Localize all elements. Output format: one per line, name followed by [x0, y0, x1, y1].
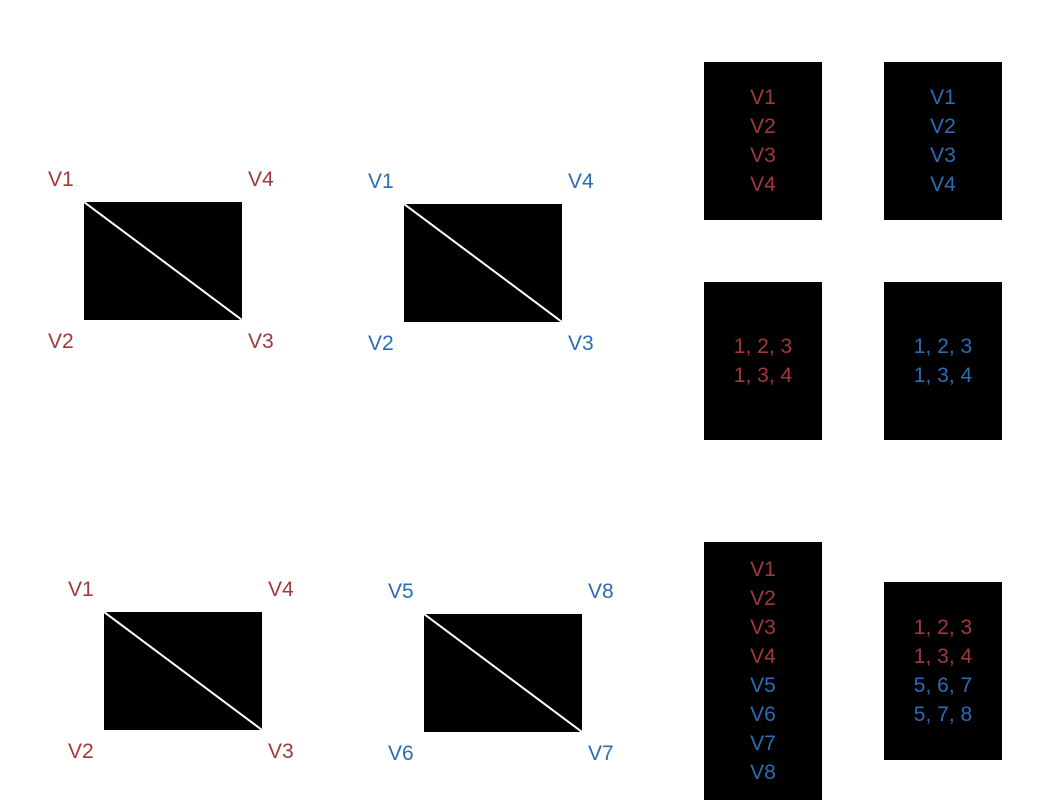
index-entry: 1, 2, 3 — [913, 616, 973, 639]
vertex-entry: V2 — [750, 115, 776, 138]
vertex-entry: V3 — [930, 144, 956, 167]
vertex-label-v4: V4 — [248, 168, 274, 191]
vertex-entry: V6 — [750, 703, 776, 726]
quad-red-bottom — [104, 612, 262, 730]
vertex-label-v2: V2 — [368, 332, 394, 355]
vertex-entry: V2 — [750, 587, 776, 610]
vertex-label-v2: V2 — [48, 330, 74, 353]
diagonal-edge — [404, 204, 562, 322]
index-buffer-blue: 1, 2, 3 1, 3, 4 — [884, 282, 1002, 440]
vertex-label-v3: V3 — [568, 332, 594, 355]
quad-blue-top — [404, 204, 562, 322]
vertex-label-v8: V8 — [588, 580, 614, 603]
vertex-entry: V4 — [750, 645, 776, 668]
vertex-entry: V8 — [750, 761, 776, 784]
vertex-label-v1: V1 — [368, 170, 394, 193]
index-entry: 1, 3, 4 — [913, 645, 973, 668]
vertex-label-v5: V5 — [388, 580, 414, 603]
vertex-entry: V1 — [750, 558, 776, 581]
vertex-label-v1: V1 — [48, 168, 74, 191]
index-entry: 1, 3, 4 — [913, 364, 973, 387]
vertex-entry: V3 — [750, 616, 776, 639]
vertex-entry: V1 — [750, 86, 776, 109]
vertex-label-v1: V1 — [68, 578, 94, 601]
diagonal-edge — [424, 614, 582, 732]
quad-blue-bottom — [424, 614, 582, 732]
diagonal-edge — [104, 612, 262, 730]
vertex-buffer-red: V1 V2 V3 V4 — [704, 62, 822, 220]
index-entry: 5, 7, 8 — [913, 703, 973, 726]
vertex-entry: V3 — [750, 144, 776, 167]
vertex-label-v3: V3 — [248, 330, 274, 353]
vertex-entry: V1 — [930, 86, 956, 109]
vertex-label-v4: V4 — [568, 170, 594, 193]
vertex-label-v6: V6 — [388, 742, 414, 765]
index-buffer-red: 1, 2, 3 1, 3, 4 — [704, 282, 822, 440]
vertex-entry: V4 — [750, 173, 776, 196]
vertex-label-v4: V4 — [268, 578, 294, 601]
merged-index-buffer: 1, 2, 3 1, 3, 4 5, 6, 7 5, 7, 8 — [884, 582, 1002, 760]
vertex-entry: V7 — [750, 732, 776, 755]
index-entry: 1, 2, 3 — [733, 335, 793, 358]
vertex-entry: V5 — [750, 674, 776, 697]
vertex-entry: V2 — [930, 115, 956, 138]
vertex-label-v2: V2 — [68, 740, 94, 763]
diagonal-edge — [84, 202, 242, 320]
vertex-entry: V4 — [930, 173, 956, 196]
index-entry: 1, 2, 3 — [913, 335, 973, 358]
vertex-buffer-blue: V1 V2 V3 V4 — [884, 62, 1002, 220]
index-entry: 1, 3, 4 — [733, 364, 793, 387]
index-entry: 5, 6, 7 — [913, 674, 973, 697]
vertex-label-v7: V7 — [588, 742, 614, 765]
quad-red-top — [84, 202, 242, 320]
vertex-label-v3: V3 — [268, 740, 294, 763]
